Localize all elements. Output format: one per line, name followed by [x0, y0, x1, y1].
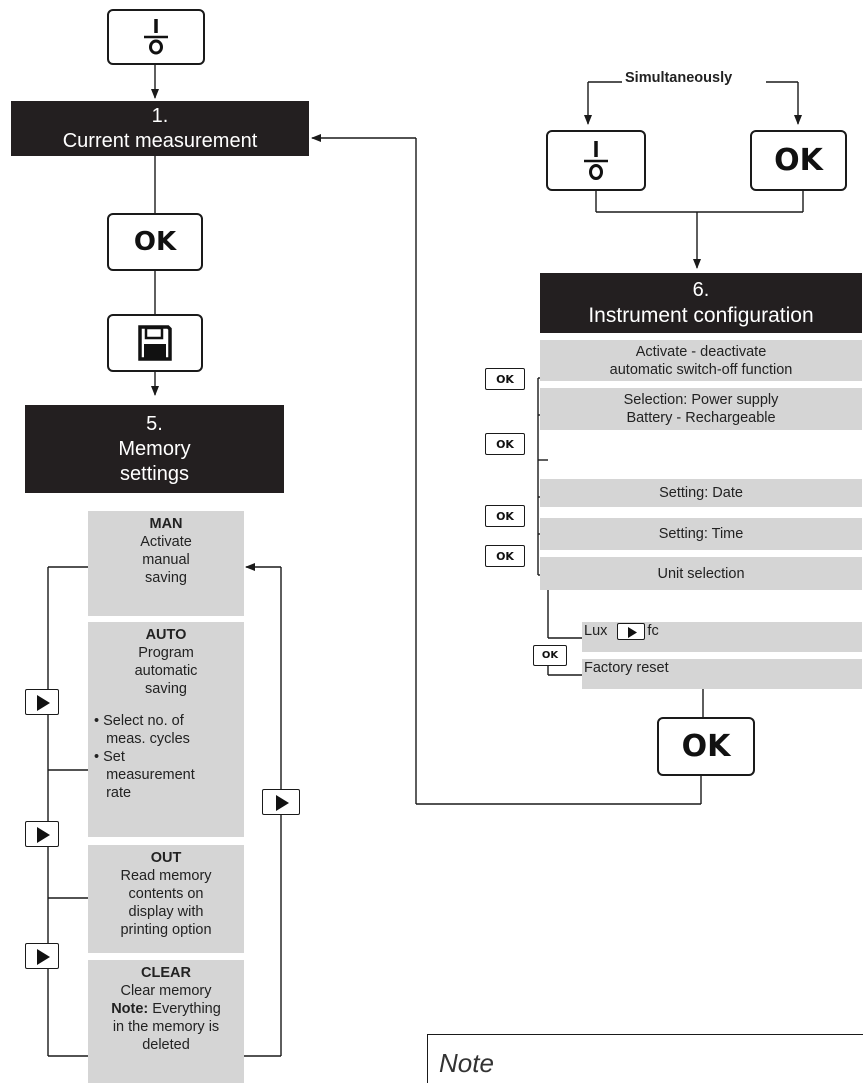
play-arrow-icon [276, 795, 289, 811]
step-number: 1. [151, 104, 169, 127]
on-off-icon [584, 140, 608, 180]
play-arrow-icon [37, 827, 50, 843]
clear-note-line: Everything [152, 1001, 221, 1017]
config-item-power-supply: Selection: Power supply Battery - Rechar… [540, 388, 862, 430]
ok-key-confirm[interactable]: OK [657, 717, 755, 776]
memory-item-clear: CLEAR Clear memory Note: Everything in t… [88, 960, 244, 1083]
step-title: Instrument configuration [588, 304, 814, 327]
step-number: 5. [146, 412, 163, 435]
loop-arrow-key[interactable] [262, 789, 300, 815]
config-item-time: Setting: Time [540, 518, 862, 550]
fc-label: fc [647, 623, 659, 639]
clear-note-label: Note: [111, 1001, 149, 1017]
ok-mini-key[interactable]: OK [485, 433, 525, 455]
play-arrow-icon [37, 949, 50, 965]
config-line: Unit selection [657, 565, 745, 582]
ok-mini-label: OK [496, 437, 514, 451]
memory-item-out: OUT Read memory contents on display with… [88, 845, 244, 953]
clear-title: CLEAR [141, 965, 191, 981]
config-line: Activate - deactivate [635, 343, 767, 360]
current-measurement-box: 1. Current measurement [11, 101, 309, 156]
out-line: display with [128, 904, 204, 920]
config-item-date: Setting: Date [540, 479, 862, 507]
auto-line: saving [145, 681, 187, 697]
ok-key-label: OK [774, 143, 823, 178]
auto-line: Program [138, 645, 194, 661]
step-title: Current measurement [62, 129, 258, 152]
man-line: Activate [140, 534, 192, 550]
next-arrow-key[interactable] [25, 943, 59, 969]
unit-item-factory-reset: Factory reset [582, 659, 862, 689]
man-title: MAN [149, 516, 183, 532]
out-line: contents on [128, 886, 204, 902]
instrument-configuration-box: 6. Instrument configuration [540, 273, 862, 333]
ok-mini-label: OK [541, 650, 559, 661]
config-line: automatic switch-off function [609, 361, 793, 378]
auto-line: automatic [134, 663, 198, 679]
config-line: Setting: Time [658, 526, 744, 542]
ok-mini-key[interactable]: OK [485, 505, 525, 527]
ok-mini-key[interactable]: OK [485, 545, 525, 567]
factory-reset-label: Factory reset [584, 660, 669, 676]
note-label: Note [439, 1048, 494, 1078]
on-off-key[interactable] [107, 9, 205, 65]
out-title: OUT [150, 850, 182, 866]
clear-note-line: deleted [142, 1037, 190, 1053]
ok-mini-key[interactable]: OK [533, 645, 567, 666]
config-line: Battery - Rechargeable [626, 410, 776, 426]
config-line: Selection: Power supply [623, 392, 779, 408]
auto-bullet: measurement [106, 767, 195, 783]
ok-mini-label: OK [496, 549, 514, 563]
ok-key-right[interactable]: OK [750, 130, 847, 191]
ok-mini-label: OK [496, 372, 514, 386]
simultaneously-label: Simultaneously [625, 70, 733, 86]
memory-item-auto: AUTO Program automatic saving • Select n… [88, 622, 244, 837]
step-title-line2: settings [120, 462, 189, 485]
ok-key-label: OK [681, 729, 731, 764]
out-line: printing option [120, 922, 212, 938]
ok-key[interactable]: OK [107, 213, 203, 271]
on-off-key-right[interactable] [546, 130, 646, 191]
floppy-disk-icon [138, 325, 172, 361]
next-arrow-key[interactable] [25, 821, 59, 847]
unit-item-lux-fc: Lux fc [582, 622, 862, 652]
auto-bullet: Set [103, 749, 125, 765]
step-number: 6. [692, 279, 710, 301]
auto-title: AUTO [145, 627, 187, 643]
play-arrow-icon [628, 626, 638, 638]
lux-fc-arrow-key[interactable] [617, 622, 646, 640]
out-line: Read memory [120, 868, 212, 884]
ok-mini-label: OK [496, 509, 514, 523]
memory-item-man: MAN Activate manual saving [88, 511, 244, 616]
save-key[interactable] [107, 314, 203, 372]
ok-key-label: OK [133, 227, 177, 257]
man-line: manual [142, 552, 190, 568]
step-title-line1: Memory [118, 437, 191, 460]
clear-line: Clear memory [120, 983, 212, 999]
auto-bullet: Select no. of [103, 713, 184, 729]
play-arrow-icon [37, 695, 50, 711]
note-box [427, 1034, 863, 1083]
config-item-unit-selection: Unit selection [540, 557, 862, 590]
on-off-icon [144, 19, 168, 55]
man-line: saving [145, 570, 187, 586]
ok-mini-key[interactable]: OK [485, 368, 525, 390]
config-line: Setting: Date [659, 485, 743, 501]
clear-note-line: in the memory is [112, 1019, 220, 1035]
auto-bullet: rate [106, 785, 132, 801]
memory-settings-box: 5. Memory settings [25, 405, 284, 493]
config-item-auto-switch-off: Activate - deactivate automatic switch-o… [540, 340, 862, 381]
next-arrow-key[interactable] [25, 689, 59, 715]
lux-label: Lux [584, 623, 608, 639]
auto-bullet: meas. cycles [106, 731, 190, 747]
